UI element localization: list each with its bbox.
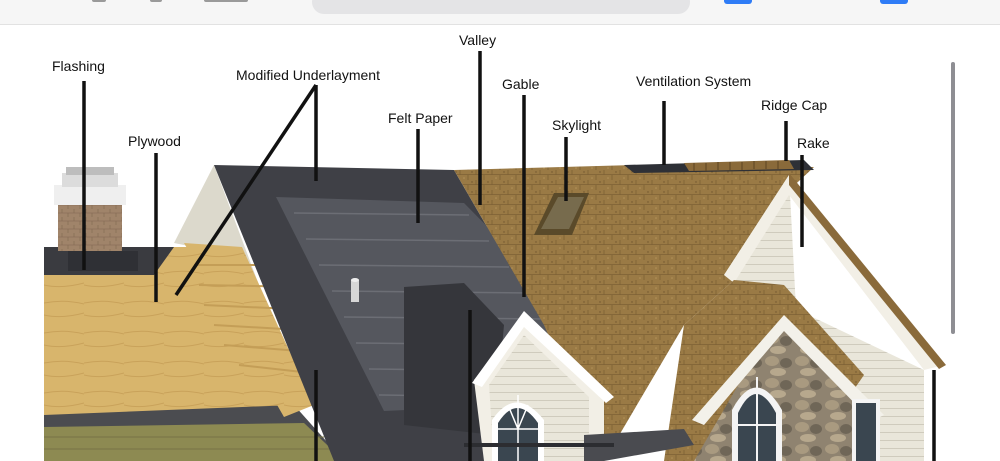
roof-diagram-image: Flashing Modified Underlayment Valley Ga… [44,25,956,461]
browser-toolbar [0,0,1000,25]
label-plywood: Plywood [128,133,181,149]
vertical-scrollbar[interactable] [951,62,955,334]
label-skylight: Skylight [552,117,602,133]
label-ridge-cap: Ridge Cap [761,97,828,113]
share-button[interactable] [724,0,752,4]
label-rake: Rake [797,135,830,151]
label-ventilation-system: Ventilation System [636,73,752,89]
label-valley: Valley [459,32,497,48]
label-modified-underlayment: Modified Underlayment [236,67,380,83]
label-gable: Gable [502,76,540,92]
tabs-button[interactable] [880,0,908,4]
label-felt-paper: Felt Paper [388,110,453,126]
roof-illustration [44,51,946,461]
label-flashing: Flashing [52,58,105,74]
back-icon[interactable] [92,0,106,2]
address-bar[interactable] [312,0,690,14]
label-leader-lines [82,51,936,461]
toolbar-text-fragment [204,0,248,2]
forward-icon[interactable] [150,0,162,2]
